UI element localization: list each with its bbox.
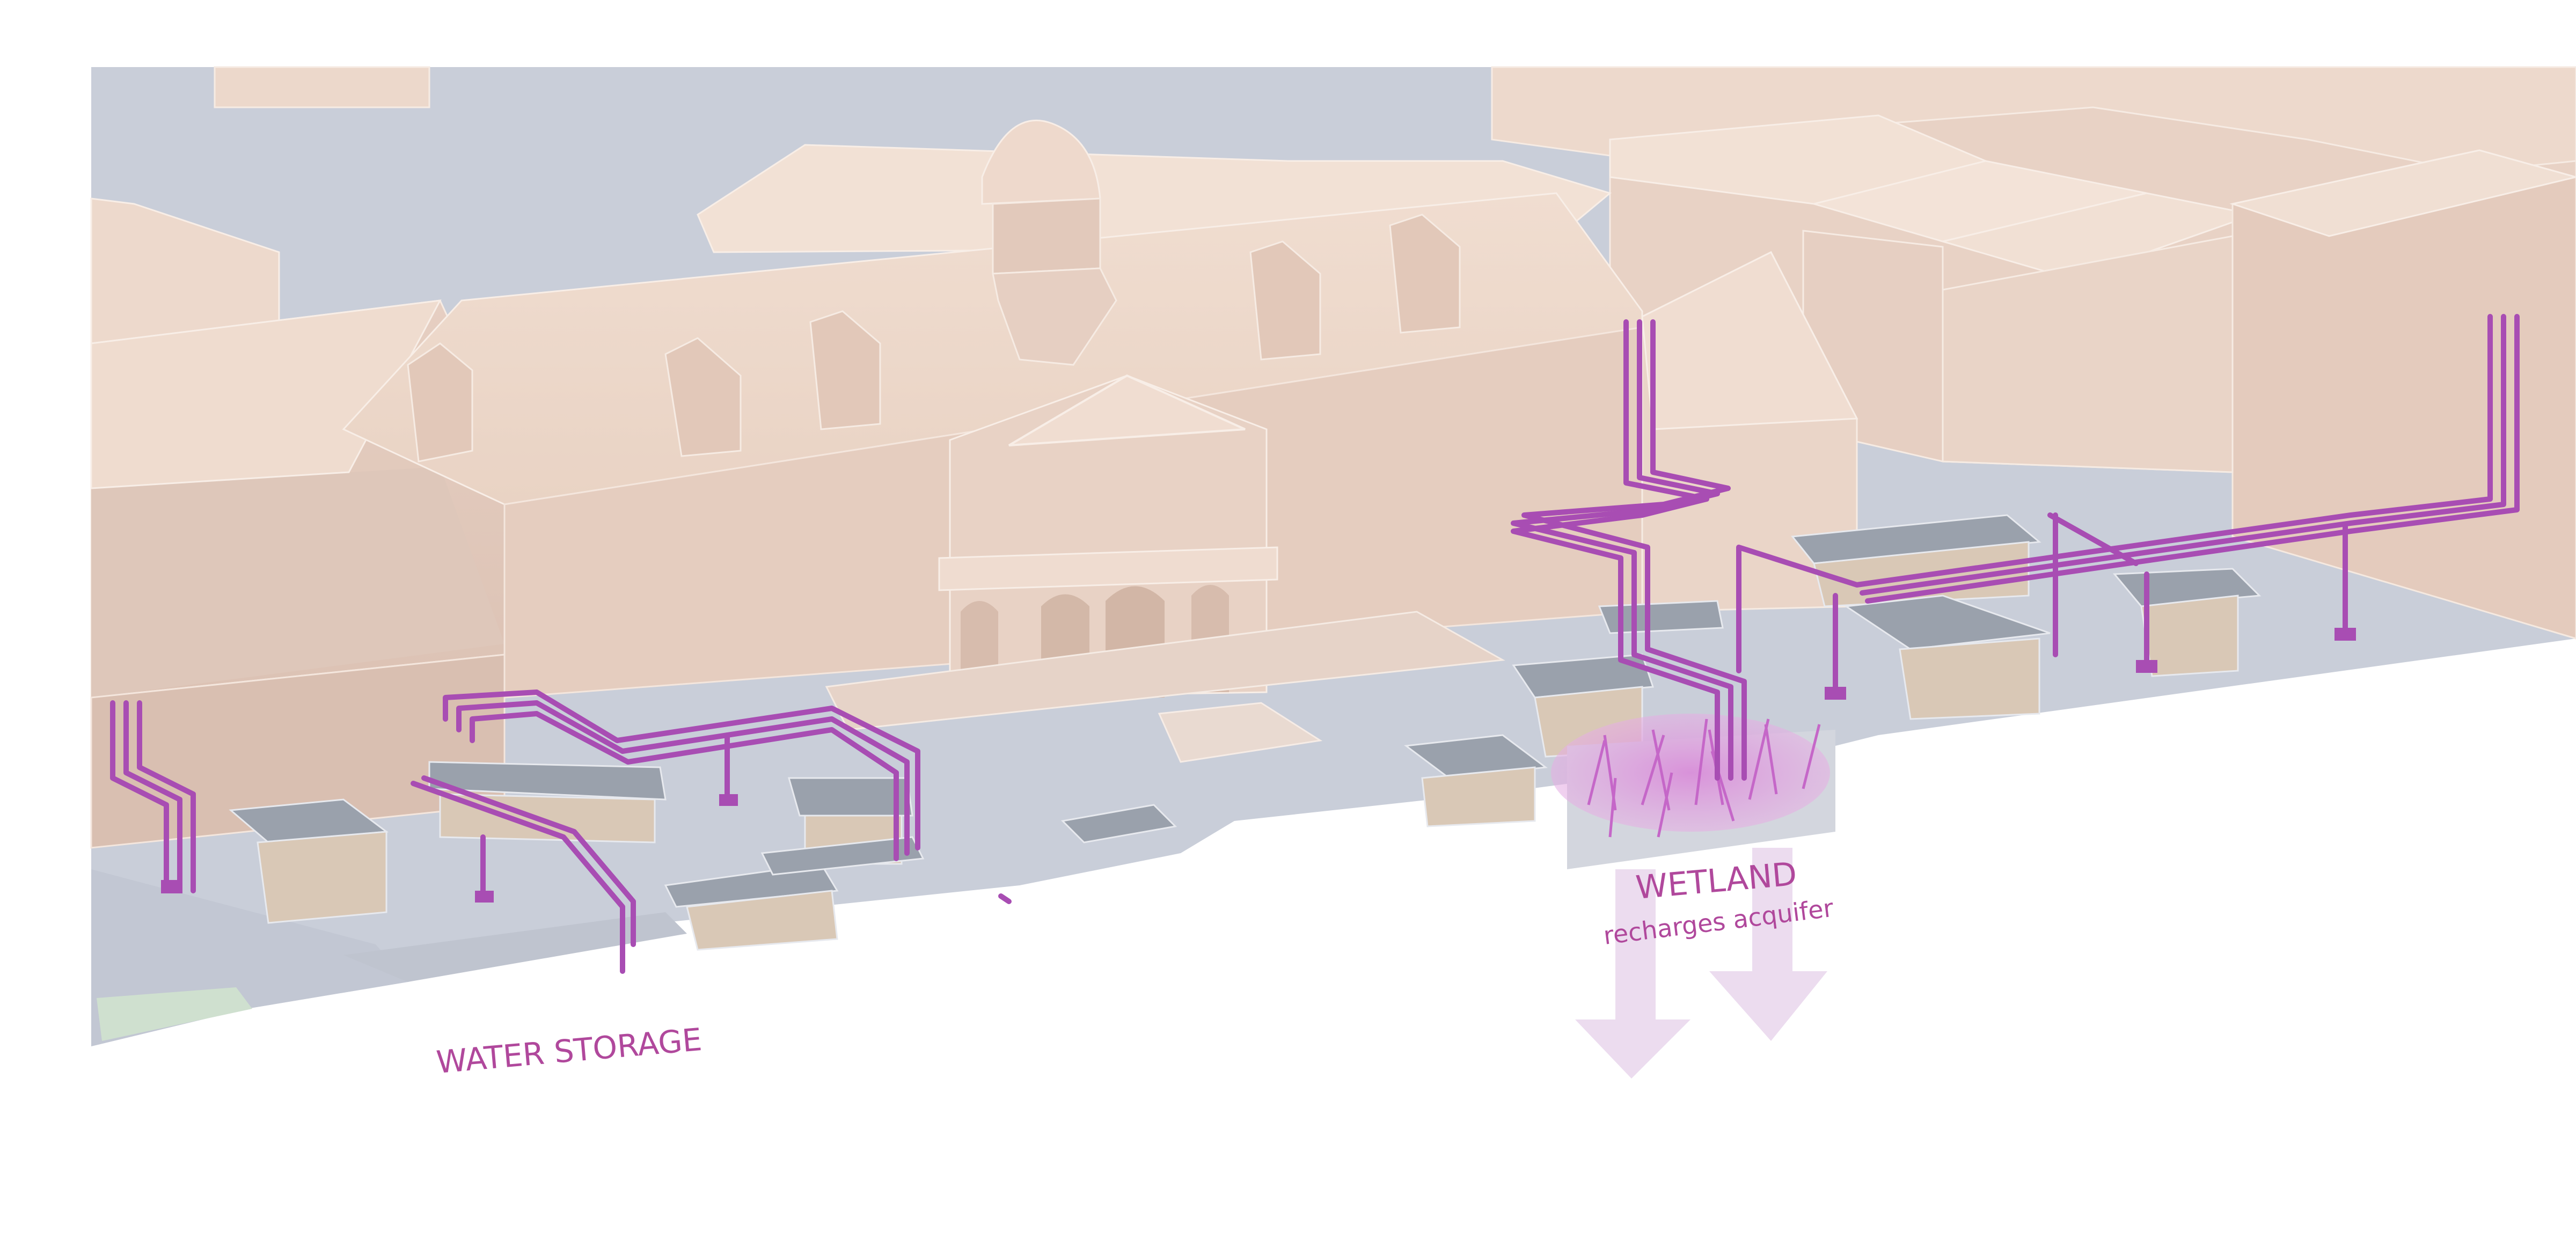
- canopy: [1843, 595, 2051, 720]
- dormer-windows: [407, 214, 1461, 463]
- water-storage-label: WATER STORAGE: [435, 1021, 703, 1081]
- main-building: [342, 119, 1858, 763]
- canopy: [229, 798, 389, 924]
- canopy: [428, 761, 667, 843]
- water-pipes: [110, 314, 2520, 974]
- recharge-arrows: [1575, 848, 1827, 1079]
- cupola: [981, 119, 1117, 366]
- canopy: [664, 836, 925, 951]
- canopy: [1060, 804, 1177, 843]
- background-buildings: [214, 66, 2576, 640]
- down-arrow-icon: [1575, 869, 1690, 1079]
- canopy: [1404, 734, 1548, 827]
- canopy: [2112, 568, 2262, 677]
- pipe-left: [110, 689, 1012, 974]
- canopy: [1598, 600, 1724, 634]
- pipe-right: [1511, 314, 2520, 781]
- down-arrow-icon: [1709, 848, 1827, 1041]
- wetland-area: [1551, 714, 1835, 869]
